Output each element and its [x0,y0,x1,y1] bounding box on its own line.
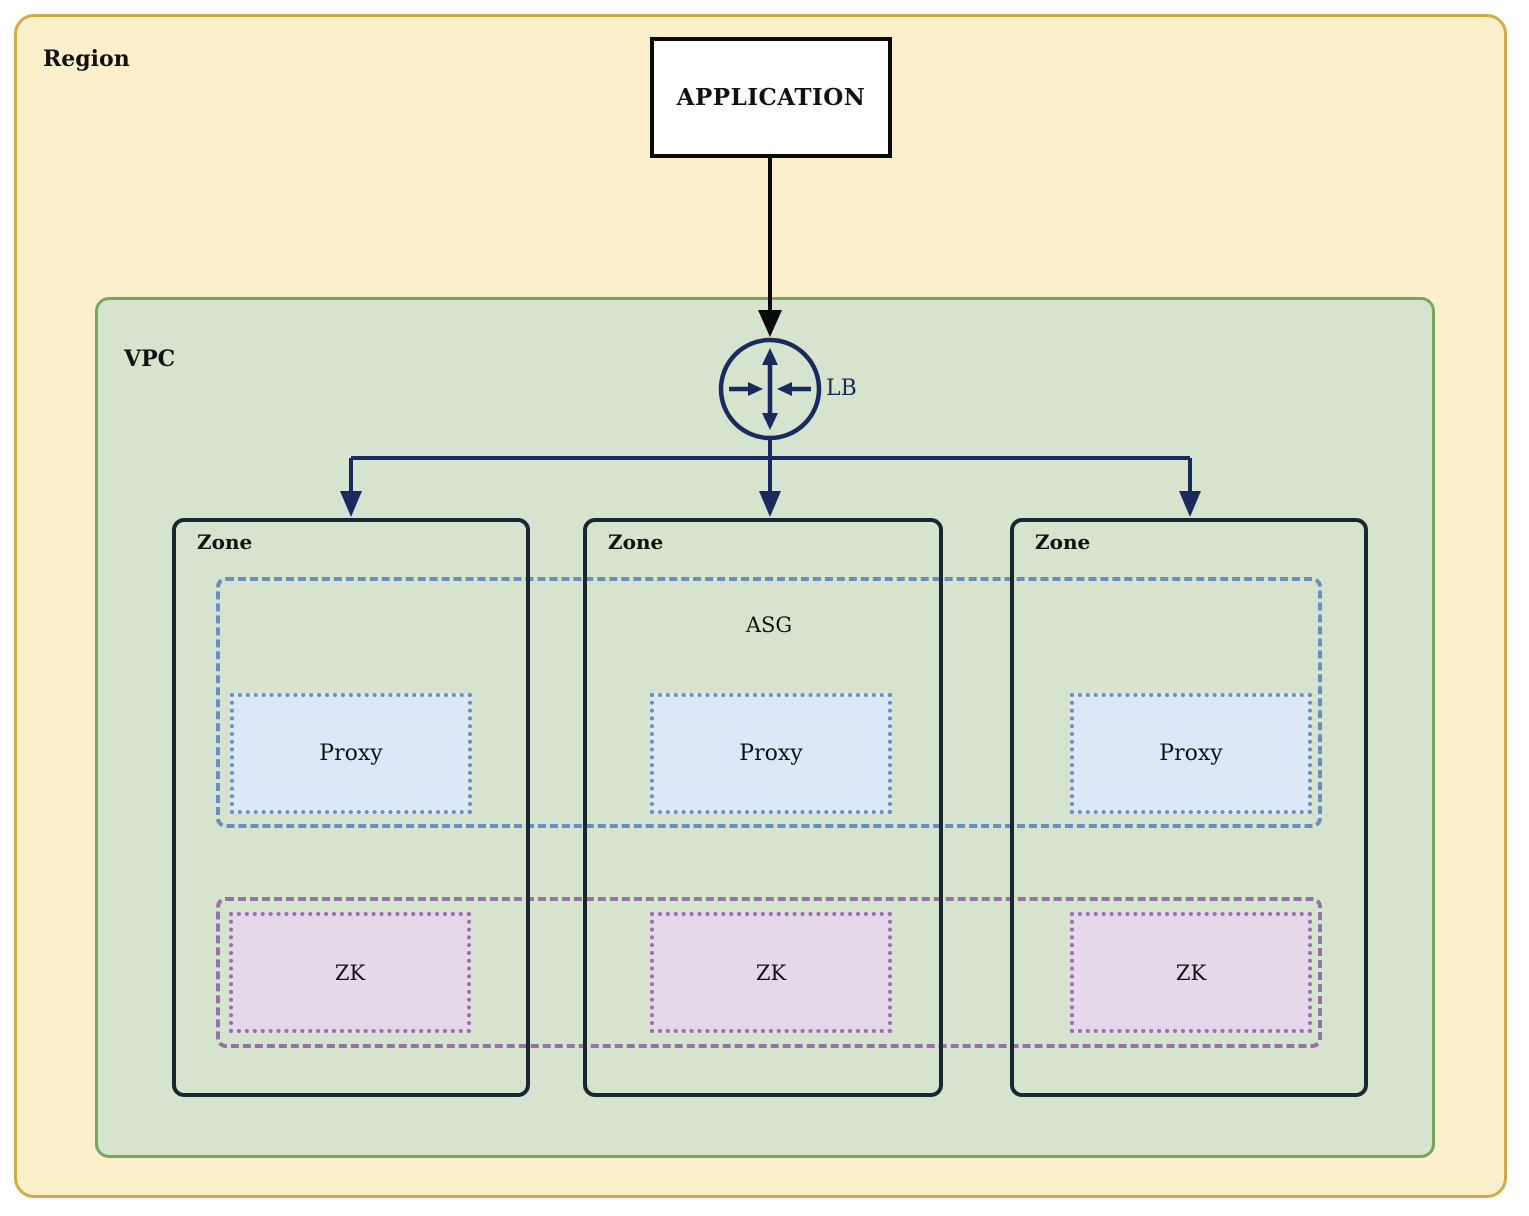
lb-arrow-right [748,382,763,396]
application-node: APPLICATION [650,37,892,158]
lb-arrow-up [762,348,778,365]
proxy-node-zone-1: Proxy [230,693,472,814]
zk-group-outline [216,897,1322,1048]
zk-node-zone-3: ZK [1070,912,1312,1033]
zone-1-label: Zone [197,530,253,554]
zone-2-label: Zone [608,530,664,554]
asg-group-outline [216,577,1322,828]
zone-2-container: Zone [583,518,943,1097]
zone-1-container: Zone [172,518,530,1097]
zone-3-container: Zone [1010,518,1368,1097]
lb-arrow-down [762,413,778,430]
proxy-node-zone-2: Proxy [650,693,892,814]
proxy-node-zone-3: Proxy [1070,693,1312,814]
lb-circle [718,337,822,441]
vpc-label: VPC [124,346,176,372]
region-label: Region [43,46,130,72]
zone-3-label: Zone [1035,530,1091,554]
zk-node-zone-1: ZK [229,912,471,1033]
zk-node-zone-2: ZK [650,912,892,1033]
lb-arrow-left [777,382,792,396]
asg-label: ASG [745,613,793,637]
load-balancer-icon [718,337,822,441]
lb-label: LB [826,376,857,401]
